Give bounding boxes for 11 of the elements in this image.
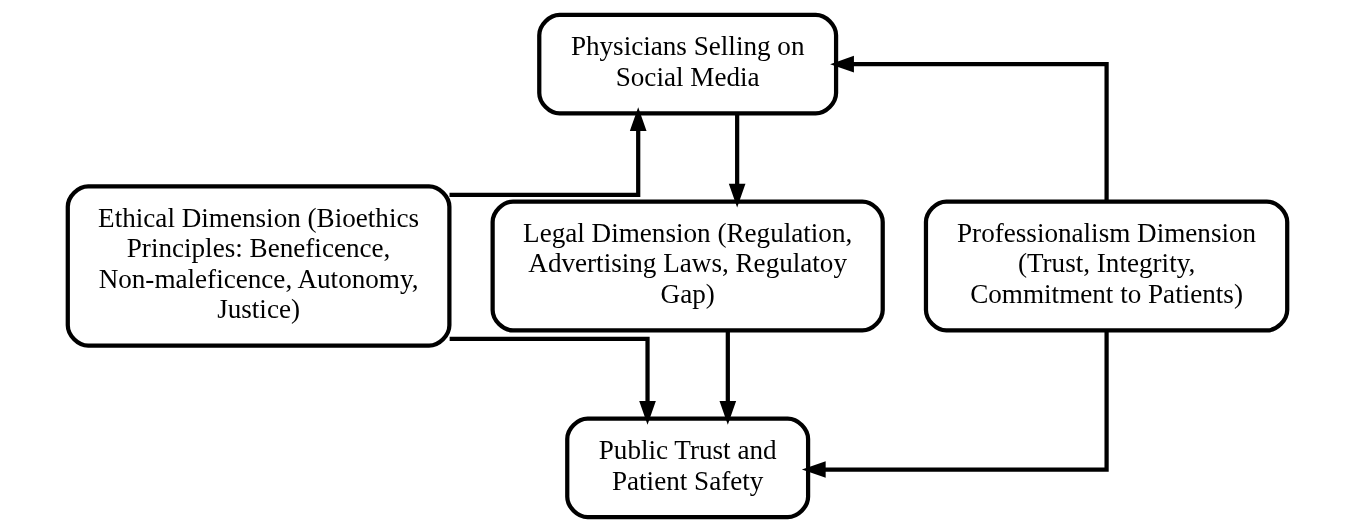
arrow (829, 55, 1109, 202)
arrow (801, 330, 1109, 478)
node-box: Professionalism Dimension (Trust, Integrity, Commitment to Patients) (923, 199, 1289, 333)
node-box: Ethical Dimension (Bioethics Principles: Beneficence, Non-maleficence, Autonomy, Justice) (65, 184, 451, 348)
arrow (449, 107, 647, 197)
node-box: Public Trust and Patient Safety (564, 416, 810, 520)
arrow (728, 113, 745, 208)
arrow (719, 330, 736, 425)
arrow (449, 336, 656, 425)
node-box: Physicians Selling on Social Media (536, 12, 838, 116)
node-box: Legal Dimension (Regulation, Advertising Laws, Regulatoy Gap) (490, 199, 885, 333)
